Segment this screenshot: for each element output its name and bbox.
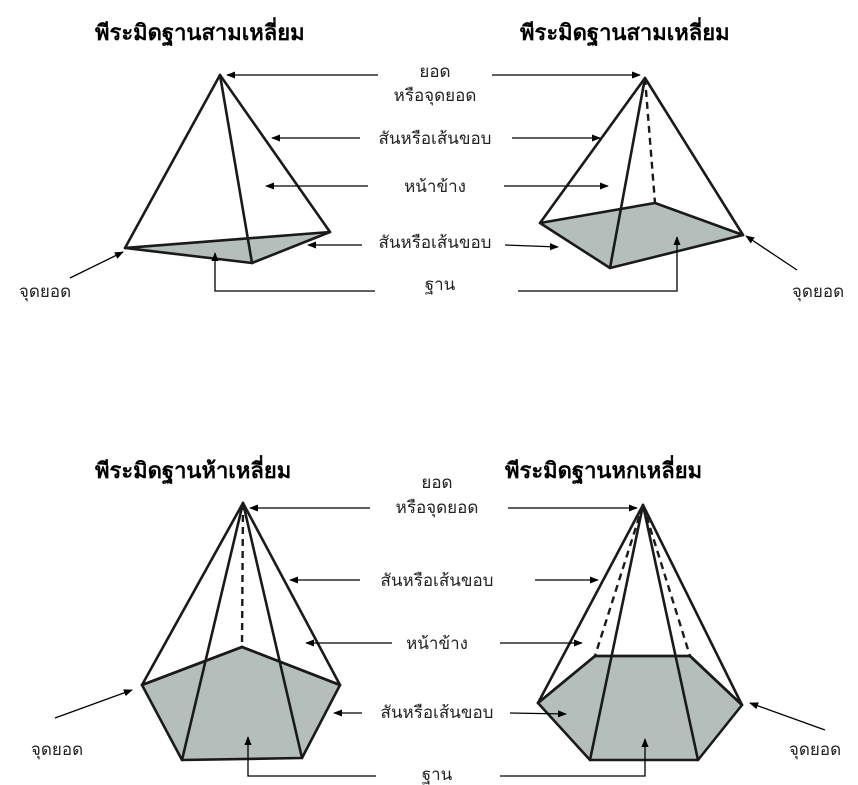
arrow-base-left: [211, 252, 375, 292]
label-edge-top-2: สันหรือเส้นขอบ: [379, 233, 492, 253]
label-apex-sub-bottom: หรือจุดยอด: [396, 498, 479, 518]
arrow-vertex-left: [69, 251, 124, 279]
lateral-edge-front-left: [588, 503, 645, 762]
label-edge-bottom-2: สันหรือเส้นขอบ: [381, 703, 494, 723]
label-edge-bottom-1: สันหรือเส้นขอบ: [381, 571, 494, 591]
base-face: [140, 645, 342, 762]
pyramid-triangular-right: [538, 76, 745, 270]
arrow-vertex-left: [54, 689, 133, 719]
arrow-base-left: [244, 736, 376, 777]
base-back-edge-a: [140, 645, 244, 687]
title-triangular-left: พีระมิดฐานสามเหลี่ยม: [95, 16, 305, 47]
lateral-edge-front-right: [641, 503, 700, 762]
lateral-edges: [123, 73, 332, 250]
label-apex-sub-top: หรือจุดยอด: [394, 86, 477, 106]
label-vertex-top-right: จุดยอด: [792, 282, 844, 302]
hidden-edge-right: [641, 504, 692, 657]
label-apex-top: ยอด: [419, 62, 450, 82]
label-base-bottom: ฐาน: [422, 765, 453, 785]
title-hexagonal: พีระมิดฐานหกเหลี่ยม: [505, 454, 702, 485]
arrow-edge2-right: [504, 243, 559, 251]
label-apex-bottom: ยอด: [421, 473, 452, 493]
arrow-edge2-right: [509, 710, 567, 718]
title-pentagonal: พีระมิดฐานห้าเหลี่ยม: [95, 454, 291, 485]
hidden-edge: [240, 502, 245, 648]
label-vertex-bottom-left: จุดยอด: [31, 740, 83, 760]
arrow-base-right: [518, 236, 681, 292]
base-back-edge-c: [688, 654, 744, 707]
arrow-vertex-right: [749, 702, 826, 731]
pyramid-pentagonal: [140, 501, 342, 762]
label-vertex-top-left: จุดยอด: [19, 282, 71, 302]
base-face: [538, 201, 745, 270]
arrow-vertex-right: [745, 235, 798, 271]
label-vertex-bottom-right: จุดยอด: [789, 740, 841, 760]
lateral-edge-front: [218, 73, 254, 265]
base-face: [536, 654, 744, 762]
lateral-edge-front-right: [241, 501, 304, 760]
arrows-bottom: [54, 504, 826, 777]
label-face-bottom: หน้าข้าง: [406, 634, 468, 654]
label-edge-top-1: สันหรือเส้นขอบ: [379, 129, 492, 149]
arrow-base-right: [500, 738, 649, 777]
base-back-edge-b: [240, 645, 342, 687]
label-face-top: หน้าข้าง: [404, 177, 466, 197]
pyramid-triangular-left: [123, 73, 332, 265]
lateral-edge-front-left: [180, 501, 245, 762]
pyramid-hexagonal: [536, 503, 744, 762]
lateral-edge-front: [608, 76, 647, 270]
hidden-edge: [643, 77, 657, 204]
arrows-top: [69, 71, 798, 292]
base-back-edge-a: [536, 654, 597, 705]
title-triangular-right: พีระมิดฐานสามเหลี่ยม: [520, 16, 730, 47]
label-base-top: ฐาน: [425, 275, 456, 295]
base-face: [123, 230, 332, 265]
hidden-edge-left: [593, 504, 645, 657]
